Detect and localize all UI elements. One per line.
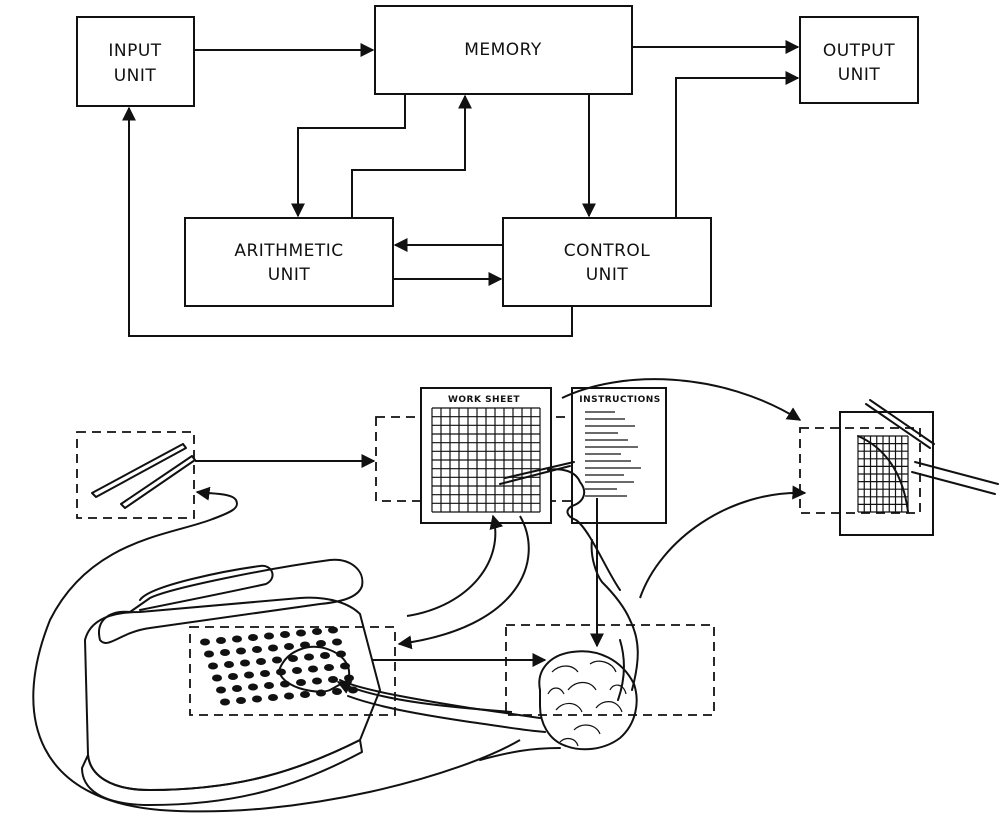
calculator-key <box>240 660 250 667</box>
block-diagram: INPUT UNIT MEMORY OUTPUT UNIT ARITHMETIC… <box>77 6 918 336</box>
operator-head <box>340 540 638 760</box>
output-unit-label-2: UNIT <box>838 65 881 85</box>
calculator-key <box>312 678 322 685</box>
calculator-key <box>220 649 230 656</box>
control-unit-label-1: CONTROL <box>564 241 651 261</box>
head-hair-curls <box>548 661 626 746</box>
calculator-key <box>332 639 342 646</box>
calculator-key <box>296 630 306 637</box>
calculator-key <box>268 694 278 701</box>
arithmetic-unit-label-2: UNIT <box>268 265 311 285</box>
calculator-key <box>204 651 214 658</box>
calculator-carriage <box>99 560 362 643</box>
calculator-key <box>248 634 258 641</box>
calculator-key <box>264 633 274 640</box>
calculator-key <box>272 657 282 664</box>
calculator-key <box>256 658 266 665</box>
calculator-key <box>304 654 314 661</box>
head-hair <box>539 651 636 749</box>
calculator-key <box>232 636 242 643</box>
calculator-key <box>200 639 210 646</box>
calculator-key <box>260 670 270 677</box>
control-unit-label-2: UNIT <box>586 265 629 285</box>
instructions-paper <box>572 388 666 523</box>
instructions-label: INSTRUCTIONS <box>579 395 661 405</box>
calculator-key <box>252 696 262 703</box>
arrow-head-to-calculator <box>338 682 512 712</box>
calculator-key <box>328 627 338 634</box>
calculator-key <box>252 646 262 653</box>
calculator-key <box>228 673 238 680</box>
calculator-key <box>300 691 310 698</box>
output-illustration <box>800 400 998 535</box>
work-sheet: WORK SHEET <box>421 388 551 523</box>
arithmetic-unit-label-1: ARITHMETIC <box>234 241 343 261</box>
memory-label: MEMORY <box>464 40 542 60</box>
calculator-key <box>284 693 294 700</box>
input-unit-box <box>77 17 194 106</box>
calculator-key <box>236 648 246 655</box>
input-unit-label-2: UNIT <box>114 66 157 86</box>
arithmetic-unit-box <box>185 218 393 306</box>
control-unit-box <box>503 218 711 306</box>
arrow-calculator-to-memory <box>407 516 495 616</box>
calculator-key <box>296 679 306 686</box>
arrow-arithmetic-to-memory <box>352 96 465 218</box>
calculator-key <box>328 676 338 683</box>
calculator-key <box>236 697 246 704</box>
input-unit-label-1: INPUT <box>108 41 161 61</box>
calculator-key <box>220 699 230 706</box>
calculator-key <box>320 652 330 659</box>
output-unit-label-1: OUTPUT <box>823 41 895 61</box>
calculator-keys <box>200 627 358 706</box>
calculator-key <box>244 672 254 679</box>
calculator-key <box>268 645 278 652</box>
calculator-key <box>248 684 258 691</box>
instructions-sheet: INSTRUCTIONS <box>572 388 666 523</box>
work-sheet-label: WORK SHEET <box>448 395 520 405</box>
calculator-key <box>216 687 226 694</box>
arrow-control-to-output <box>676 78 798 218</box>
arrow-head-to-pencils <box>33 492 520 811</box>
calculator-key <box>208 663 218 670</box>
calculator-key <box>224 661 234 668</box>
calculator-key <box>312 628 322 635</box>
operator-arm-right <box>592 540 638 700</box>
human-computation-illustration: WORK SHEET INSTRUCTIONS <box>33 379 998 811</box>
calculator-key <box>292 667 302 674</box>
calculator-key <box>324 664 334 671</box>
calculator-key <box>232 685 242 692</box>
calculator-key <box>264 682 274 689</box>
calculator-key <box>212 675 222 682</box>
calculator-key <box>280 631 290 638</box>
calculator-key <box>308 666 318 673</box>
pencils-group <box>77 432 195 518</box>
calculator-key <box>284 643 294 650</box>
calculator-base <box>82 740 362 805</box>
calculator-key <box>216 637 226 644</box>
